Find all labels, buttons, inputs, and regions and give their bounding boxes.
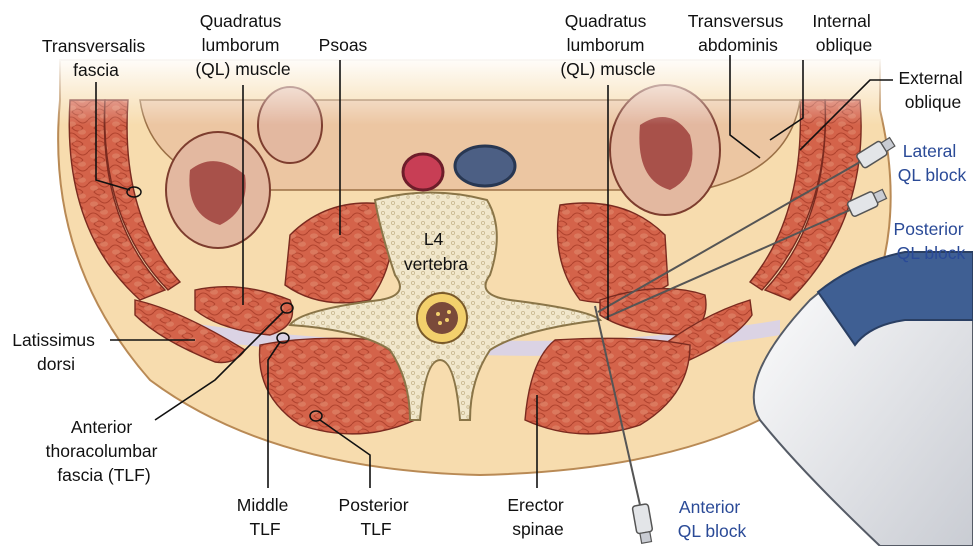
anterior-needle-hub [632, 504, 654, 544]
label-psoas: Psoas [319, 35, 368, 55]
label-posterior-ql-block: Posterior QL block [894, 219, 969, 263]
label-erector-spinae: Erector spinae [507, 495, 568, 539]
label-ql-muscle-left: Quadratus lumborum (QL) muscle [195, 11, 290, 79]
label-anterior-ql-block: Anterior QL block [678, 497, 747, 541]
ivc [455, 146, 515, 186]
label-ql-muscle-right: Quadratus lumborum (QL) muscle [560, 11, 655, 79]
aorta [403, 154, 443, 190]
label-latissimus-dorsi: Latissimus dorsi [12, 330, 100, 374]
label-middle-tlf: Middle TLF [237, 495, 293, 539]
label-transversus-abdominis: Transversus abdominis [688, 11, 789, 55]
label-internal-oblique: Internal oblique [812, 11, 875, 55]
label-anterior-tlf: Anterior thoracolumbar fascia (TLF) [46, 417, 163, 485]
label-posterior-tlf: Posterior TLF [339, 495, 414, 539]
label-lateral-ql-block: Lateral QL block [898, 141, 967, 185]
